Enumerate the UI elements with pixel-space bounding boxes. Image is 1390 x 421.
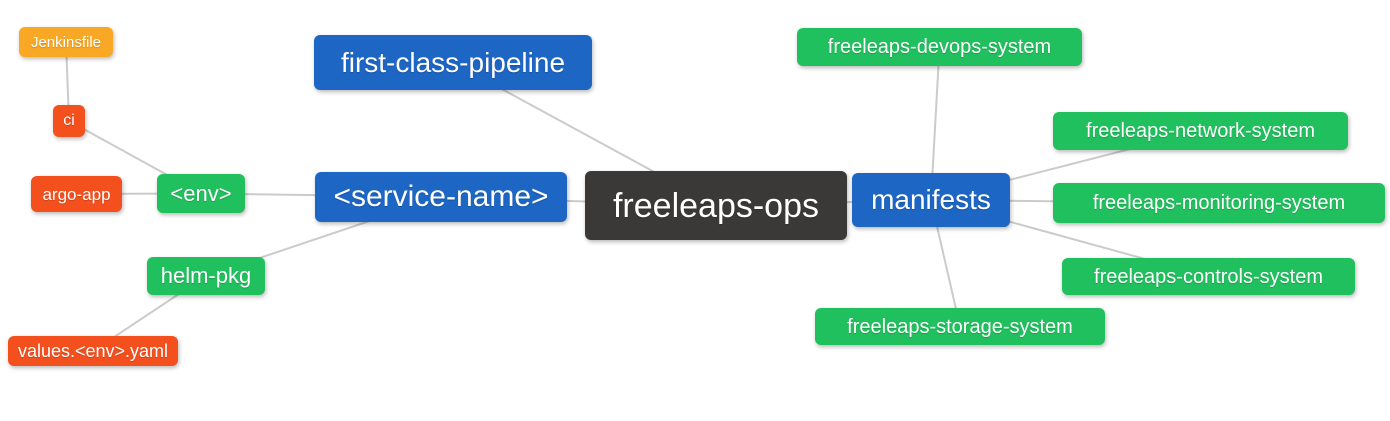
node-env[interactable]: <env> [157,174,245,213]
node-devops-system[interactable]: freeleaps-devops-system [797,28,1082,66]
node-first-class-pipeline[interactable]: first-class-pipeline [314,35,592,90]
node-controls-system[interactable]: freeleaps-controls-system [1062,258,1355,295]
node-freeleaps-ops[interactable]: freeleaps-ops [585,171,847,240]
node-manifests[interactable]: manifests [852,173,1010,227]
node-helm-pkg[interactable]: helm-pkg [147,257,265,295]
node-ci[interactable]: ci [53,105,85,137]
node-argo-app[interactable]: argo-app [31,176,122,212]
node-network-system[interactable]: freeleaps-network-system [1053,112,1348,150]
node-service-name[interactable]: <service-name> [315,172,567,222]
node-jenkinsfile[interactable]: Jenkinsfile [19,27,113,57]
node-storage-system[interactable]: freeleaps-storage-system [815,308,1105,345]
node-values-env-yaml[interactable]: values.<env>.yaml [8,336,178,366]
node-monitoring-system[interactable]: freeleaps-monitoring-system [1053,183,1385,223]
